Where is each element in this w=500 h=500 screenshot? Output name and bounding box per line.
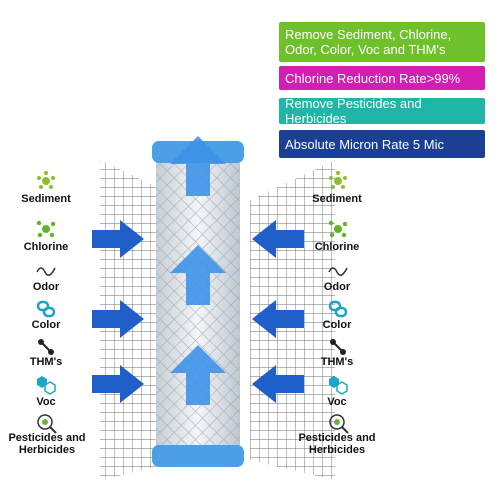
sediment-icon xyxy=(329,171,347,189)
label-voc-left: Voc xyxy=(36,396,56,408)
label-sediment-right: Sediment xyxy=(312,193,362,205)
odor-icon xyxy=(328,267,348,276)
odor-icon xyxy=(36,267,56,276)
label-odor-left: Odor xyxy=(32,281,60,293)
up-arrow-top xyxy=(170,136,226,196)
label-voc-right: Voc xyxy=(327,396,347,408)
label-color-left: Color xyxy=(31,319,61,331)
label-color-right: Color xyxy=(322,319,352,331)
right-arrow-2 xyxy=(92,300,144,338)
thm-icon xyxy=(38,339,54,355)
feature-badge-chlorine-rate: Chlorine Reduction Rate>99% xyxy=(279,66,485,90)
up-arrow-middle xyxy=(170,245,226,305)
pesticide-icon xyxy=(37,414,57,434)
label-thm-right: THM's xyxy=(320,356,354,368)
label-chlorine-right: Chlorine xyxy=(314,241,360,253)
label-chlorine-left: Chlorine xyxy=(23,241,69,253)
pesticide-icon xyxy=(329,414,349,434)
filter-cartridge xyxy=(152,141,244,467)
voc-icon xyxy=(37,376,56,395)
color-icon xyxy=(36,300,56,318)
left-arrow-2 xyxy=(252,300,304,338)
chlorine-icon xyxy=(36,220,56,238)
sediment-icon xyxy=(37,171,55,189)
right-arrow-3 xyxy=(92,365,144,403)
left-arrow-3 xyxy=(252,365,304,403)
label-odor-right: Odor xyxy=(323,281,351,293)
chlorine-icon xyxy=(328,220,348,238)
label-thm-left: THM's xyxy=(29,356,63,368)
left-arrow-1 xyxy=(252,220,304,258)
feature-badge-pesticides: Remove Pesticides and Herbicides xyxy=(279,96,485,126)
right-arrow-1 xyxy=(92,220,144,258)
color-icon xyxy=(328,300,348,318)
thm-icon xyxy=(330,339,346,355)
voc-icon xyxy=(329,376,348,395)
feature-badge-micron-rate: Absolute Micron Rate 5 Mic xyxy=(279,130,485,158)
feature-badge-sediment-chlorine: Remove Sediment, Chlorine, Odor, Color, … xyxy=(279,22,485,62)
up-arrow-bottom xyxy=(170,345,226,405)
label-pesticides-right: Pesticides and Herbicides xyxy=(298,432,376,456)
label-sediment-left: Sediment xyxy=(21,193,71,205)
label-pesticides-left: Pesticides and Herbicides xyxy=(8,432,86,456)
